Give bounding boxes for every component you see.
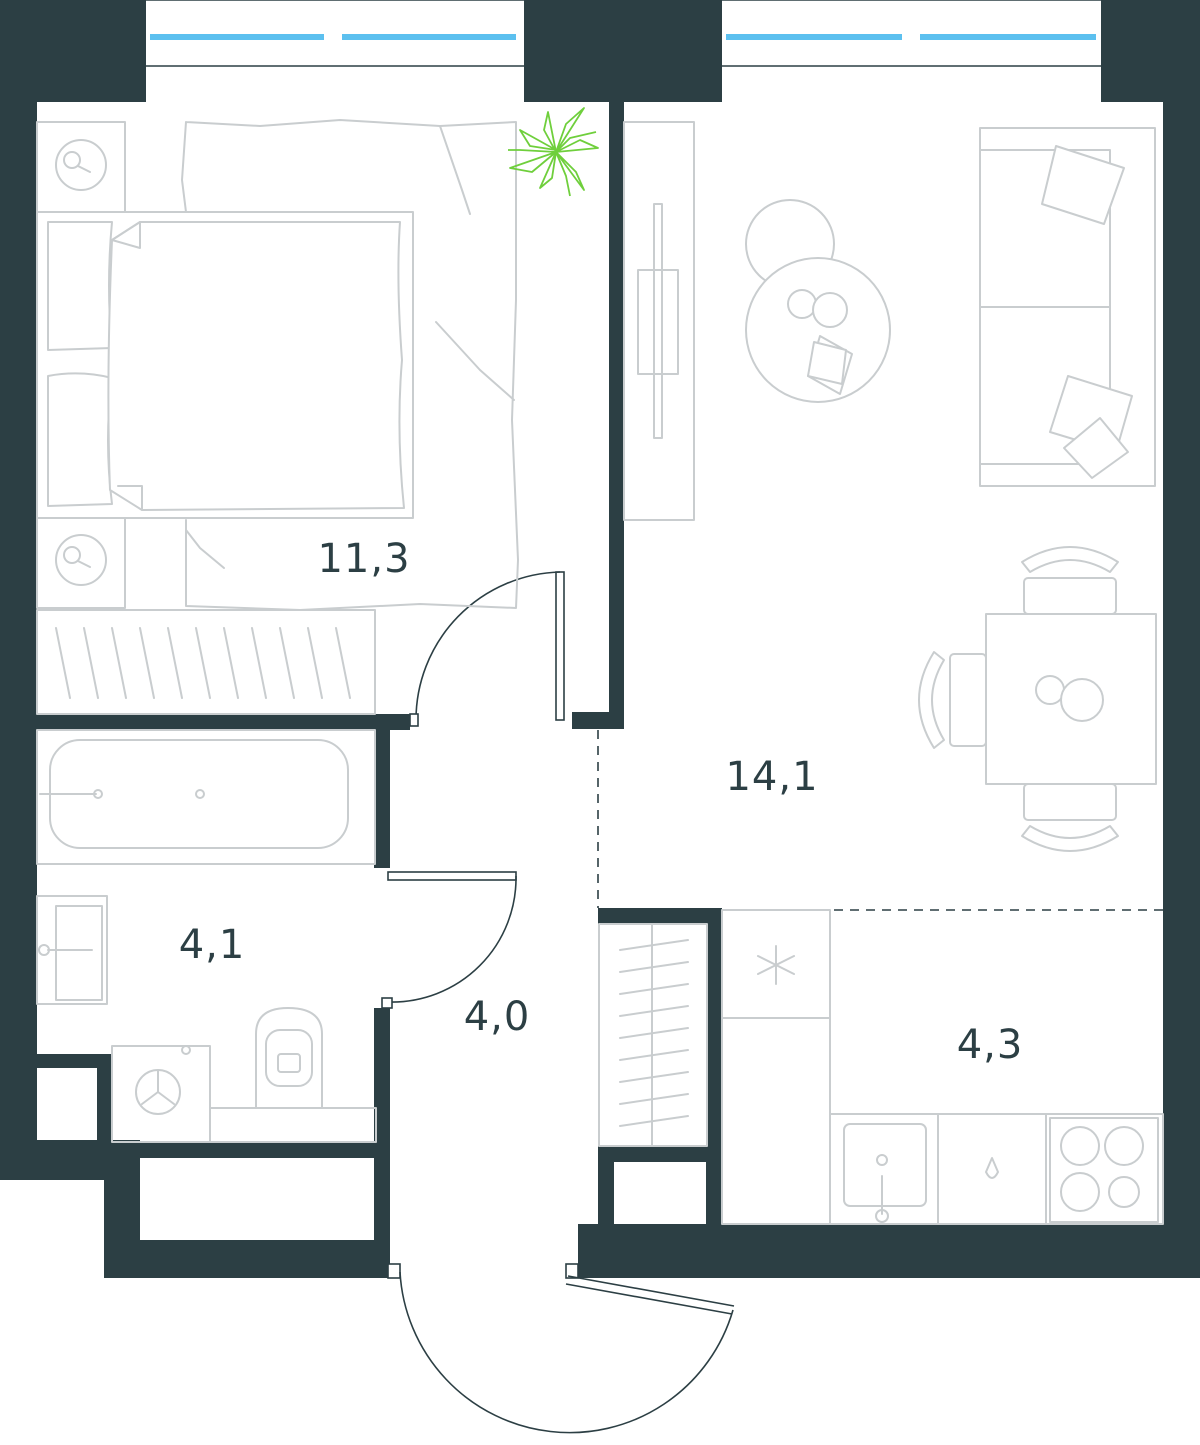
water-drop-icon: [985, 1157, 999, 1179]
window-bedroom: [136, 0, 534, 67]
area-labels: 11,3 14,1 4,1 4,0 4,3: [179, 536, 1024, 1068]
windows: [136, 0, 1111, 67]
toilet: [255, 1007, 323, 1109]
snowflake-icon: [757, 945, 795, 985]
kitchen-sink: [843, 1123, 927, 1207]
tv: [653, 203, 663, 439]
wardrobe-hangers: [55, 627, 351, 699]
chair-bottom: [1021, 783, 1119, 852]
living-room-furniture: [623, 121, 1157, 852]
area-label-hallway: 4,0: [464, 994, 531, 1040]
coffee-table: [745, 257, 891, 403]
window-living-room: [712, 0, 1111, 67]
kitchen-fixtures: [721, 909, 1164, 1225]
washing-machine: [111, 1045, 211, 1143]
bathroom-counter: [36, 729, 376, 865]
walls: [0, 0, 1200, 1278]
plant-icon: [508, 107, 599, 197]
zone-boundaries: [597, 730, 1163, 911]
kitchen-counter: [829, 1113, 1164, 1225]
bathroom-door: [381, 871, 517, 1009]
bedroom-door: [409, 571, 565, 727]
blanket: [107, 221, 405, 511]
washbasin: [36, 895, 108, 1005]
bathroom-fixtures: [36, 729, 377, 1143]
area-label-bathroom: 4,1: [179, 922, 246, 968]
chair-left: [918, 651, 987, 749]
entrance-door: [387, 1263, 735, 1434]
doors: [381, 571, 735, 1434]
chair-top: [1021, 546, 1119, 615]
stove: [1049, 1117, 1159, 1223]
bedroom-furniture: [36, 107, 599, 715]
bedroom-wardrobe: [36, 609, 376, 715]
area-label-bedroom: 11,3: [317, 536, 410, 582]
area-label-living-room: 14,1: [725, 754, 818, 800]
tv-stand: [623, 121, 695, 521]
area-label-kitchen: 4,3: [957, 1022, 1024, 1068]
hallway-closet: [598, 923, 708, 1147]
